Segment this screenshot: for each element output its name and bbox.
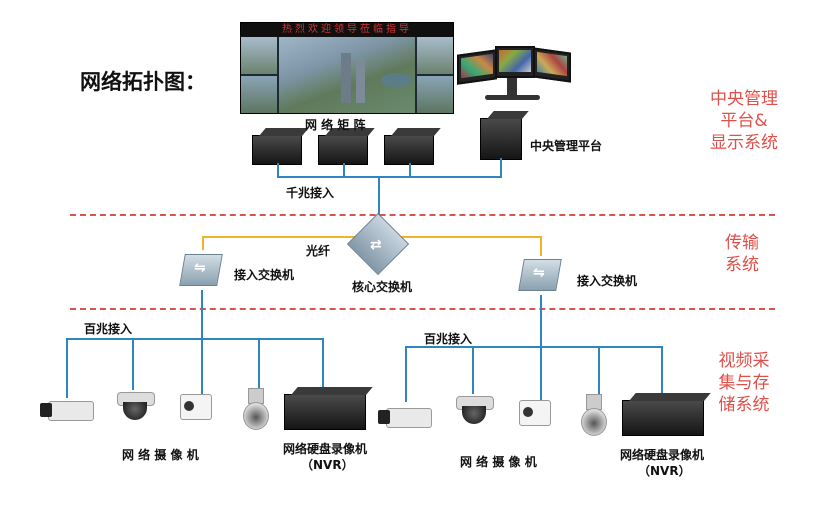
cameras-left-label: 网 络 摄 像 机 <box>122 448 199 462</box>
dome-camera-icon <box>454 392 494 428</box>
wire <box>343 163 345 177</box>
layer-text: 传输 <box>725 233 759 253</box>
wire <box>378 176 380 222</box>
access-switch-left-icon: ⇋ <box>176 250 226 290</box>
wire <box>500 158 502 177</box>
nvr-left-label: 网络硬盘录像机 <box>283 442 368 456</box>
fiber-label: 光纤 <box>306 244 331 258</box>
layer-text: 视频采 <box>718 351 770 371</box>
video-wall: 热烈欢迎领导莅临指导 <box>240 22 454 114</box>
box-camera-icon <box>40 395 96 425</box>
fiber-line <box>202 236 204 250</box>
box-camera-icon <box>378 402 434 432</box>
layer-text: 平台& <box>720 111 768 131</box>
matrix-server-3 <box>384 135 434 165</box>
wire <box>66 338 68 398</box>
matrix-server-2 <box>318 135 368 165</box>
layer-text: 系统 <box>725 255 759 275</box>
bullet-camera-icon <box>178 392 214 422</box>
access-switch-left-label: 接入交换机 <box>234 268 295 282</box>
nvr-right-icon <box>622 400 704 436</box>
layer-text: 储系统 <box>718 395 770 415</box>
platform-label: 中央管理平台 <box>530 139 603 153</box>
monitor-array <box>455 40 571 110</box>
nvr-left-sublabel: （NVR） <box>301 458 354 472</box>
access-switch-right-label: 接入交换机 <box>577 274 638 288</box>
wire <box>277 163 279 177</box>
wire <box>201 338 203 394</box>
nvr-left-icon <box>284 394 366 430</box>
wire <box>598 346 600 396</box>
video-wall-banner: 热烈欢迎领导莅临指导 <box>241 23 453 37</box>
matrix-label: 网 络 矩 阵 <box>305 118 366 132</box>
nvr-right-sublabel: （NVR） <box>638 464 691 478</box>
layer-label-transmission: 传输 系统 <box>712 232 772 276</box>
central-management-server <box>480 118 522 160</box>
fast-access-left-label: 百兆接入 <box>84 322 133 336</box>
access-switch-right-icon: ⇋ <box>515 255 565 295</box>
wire <box>277 176 502 178</box>
wire <box>472 346 474 394</box>
layer-text: 中央管理 <box>710 89 778 109</box>
wire <box>132 338 134 390</box>
wire <box>661 346 663 394</box>
wire <box>405 346 407 402</box>
layer-divider <box>70 308 775 310</box>
nvr-right-label: 网络硬盘录像机 <box>620 448 705 462</box>
wire <box>405 346 663 348</box>
layer-divider <box>70 214 775 216</box>
wire <box>540 346 542 400</box>
wire <box>409 163 411 177</box>
matrix-server-1 <box>252 135 302 165</box>
wire <box>258 338 260 390</box>
ptz-camera-icon <box>578 394 608 438</box>
fiber-line <box>540 236 542 256</box>
core-switch-icon: ⇄ <box>346 212 410 276</box>
page-title: 网络拓扑图： <box>80 70 206 94</box>
core-switch-label: 核心交换机 <box>352 280 413 294</box>
wire <box>322 338 324 390</box>
cameras-right-label: 网 络 摄 像 机 <box>460 455 537 469</box>
bullet-camera-icon <box>517 398 553 428</box>
layer-text: 显示系统 <box>710 133 778 153</box>
ptz-camera-icon <box>240 388 270 432</box>
wire <box>540 295 542 347</box>
layer-label-capture-storage: 视频采 集与存 储系统 <box>704 350 784 416</box>
wire <box>66 338 324 340</box>
layer-text: 集与存 <box>718 373 770 393</box>
layer-label-management: 中央管理 平台& 显示系统 <box>704 88 784 154</box>
gigabit-label: 千兆接入 <box>286 186 335 200</box>
fast-access-right-label: 百兆接入 <box>424 332 473 346</box>
dome-camera-icon <box>115 388 155 424</box>
wire <box>201 290 203 340</box>
